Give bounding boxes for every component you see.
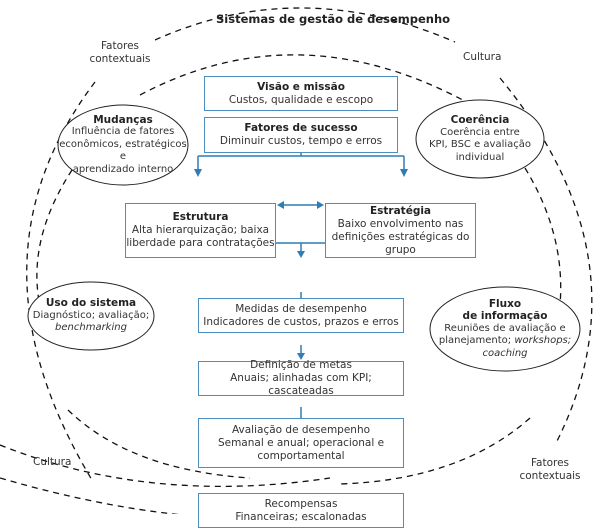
- outer-dashed-circle-top: [154, 7, 456, 43]
- box-title: Estratégia: [369, 204, 432, 217]
- inner-dashed-circle-bottom-right: [339, 417, 531, 485]
- box-title: Estrutura: [172, 211, 229, 223]
- label-cultura-top: Cultura: [463, 51, 502, 63]
- label-line: Fatores: [100, 40, 140, 52]
- box-text: Financeiras; escalonadas: [235, 510, 367, 523]
- ellipse-line: KPI, BSC e avaliação: [428, 139, 532, 150]
- label-fatores-contextuais-bottom: Fatores contextuais: [515, 457, 585, 483]
- box-text: Semanal e anual; operacional e: [217, 436, 385, 449]
- ellipse-line: Influência de fatores: [71, 126, 175, 138]
- ellipse-uso: [27, 281, 155, 351]
- box-title: Definição de metas: [250, 359, 352, 371]
- ellipse-line: Diagnóstico; avaliação;: [32, 309, 150, 321]
- ellipse-title: Mudanças: [93, 113, 153, 126]
- arrowhead-estrategia: [400, 169, 408, 177]
- diagram-lines: [0, 7, 593, 514]
- ellipse-line: Reuniões de avaliação e: [444, 322, 566, 334]
- arrowhead-medidas: [297, 251, 305, 258]
- ellipse-fluxo: [429, 286, 581, 372]
- ellipse-line: aprendizado interno: [72, 163, 174, 175]
- box-text: Indicadores de custos, prazos e erros: [203, 315, 399, 328]
- box-text: Custos, qualidade e escopo: [228, 93, 374, 106]
- ellipse-title: Uso do sistema: [45, 297, 137, 310]
- box-medidas-desempenho: Medidas de desempenho Indicadores de cus…: [198, 298, 404, 333]
- box-title: Recompensas: [264, 497, 338, 510]
- label-line: contextuais: [89, 53, 151, 65]
- box-title: Visão e missão: [257, 80, 345, 93]
- box-avaliacao-desempenho: Avaliação de desempenho Semanal e anual;…: [198, 418, 404, 468]
- arrowhead-estrutura: [194, 169, 202, 177]
- label-cultura-bottom: Cultura: [33, 456, 72, 468]
- box-estrategia: Estratégia Baixo envolvimento nas defini…: [325, 203, 476, 258]
- ellipse-line: planejamento; workshops;: [439, 335, 571, 348]
- inner-dashed-circle-bottom: [0, 444, 331, 488]
- box-title: Avaliação de desempenho: [231, 423, 371, 436]
- ellipse-coerencia: [415, 99, 545, 179]
- inner-dashed-circle-top: [139, 54, 473, 106]
- box-text: liberdade para contratações: [126, 237, 275, 249]
- box-fatores-sucesso: Fatores de sucesso Diminuir custos, temp…: [204, 117, 398, 153]
- ellipse-uso-text: Uso do sistema Diagnóstico; avaliação; b…: [28, 290, 154, 342]
- box-text: Alta hierarquização; baixa: [131, 224, 270, 236]
- ellipse-line: individual: [455, 151, 505, 163]
- diagram-title: Sistemas de gestão de desempenho: [216, 12, 451, 26]
- ellipse-mudancas: [57, 104, 189, 186]
- box-title: Fatores de sucesso: [244, 122, 358, 134]
- box-visao-missao: Visão e missão Custos, qualidade e escop…: [204, 76, 398, 111]
- ellipse-title: Coerência: [450, 114, 510, 126]
- ellipse-line: econômicos, estratégicos e: [59, 138, 187, 163]
- box-recompensas: Recompensas Financeiras; escalonadas: [198, 493, 404, 528]
- box-definicao-metas: Definição de metas Anuais; alinhadas com…: [198, 359, 404, 397]
- label-fatores-contextuais-top: Fatores contextuais: [85, 40, 155, 66]
- label-line: contextuais: [519, 470, 581, 482]
- ellipse-line-italic: workshops;: [514, 335, 572, 347]
- label-line: Fatores: [530, 457, 570, 469]
- box-estrutura: Estrutura Alta hierarquização; baixa lib…: [125, 203, 276, 258]
- ellipse-coerencia-text: Coerência Coerência entre KPI, BSC e ava…: [416, 104, 544, 174]
- ellipse-line: Coerência entre: [440, 126, 520, 138]
- box-text: Anuais; alinhadas com KPI; cascateadas: [230, 372, 372, 397]
- inner-dashed-circle-left-lower: [67, 409, 251, 479]
- ellipse-line-italic: coaching: [482, 347, 528, 359]
- arrowhead-left: [277, 201, 284, 209]
- box-text: definições estratégicas do grupo: [331, 230, 470, 256]
- box-text: Baixo envolvimento nas: [337, 217, 464, 230]
- ellipse-line-italic: benchmarking: [55, 322, 127, 334]
- box-text: Diminuir custos, tempo e erros: [219, 135, 383, 147]
- ellipse-title: Fluxo: [488, 297, 522, 310]
- ellipse-fluxo-text: Fluxo de informação Reuniões de avaliaçã…: [430, 292, 580, 366]
- box-title: Medidas de desempenho: [235, 302, 367, 315]
- ellipse-mudancas-text: Mudanças Influência de fatores econômico…: [58, 110, 188, 180]
- box-text: comportamental: [257, 449, 345, 462]
- arrowhead-right: [317, 201, 324, 209]
- ellipse-title: de informação: [462, 310, 548, 323]
- arrowhead-avaliacao: [297, 353, 305, 360]
- ellipse-line-plain: planejamento;: [438, 335, 515, 347]
